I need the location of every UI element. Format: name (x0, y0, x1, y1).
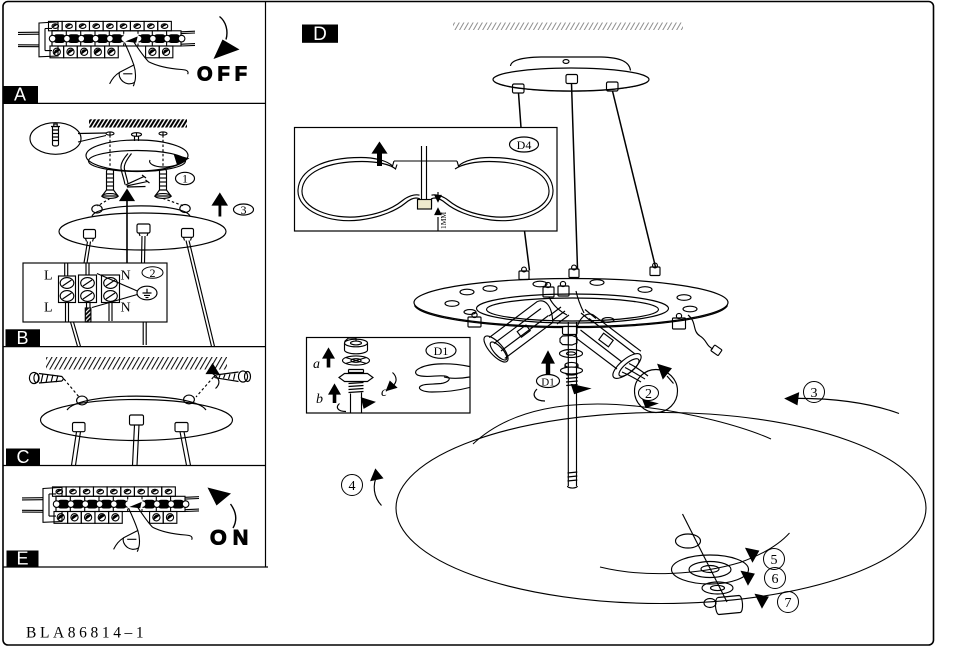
svg-text:B: B (16, 328, 28, 348)
svg-text:6: 6 (772, 572, 779, 587)
svg-text:N: N (121, 269, 131, 284)
svg-text:2: 2 (150, 266, 156, 280)
svg-text:5: 5 (771, 553, 778, 568)
svg-text:c: c (381, 385, 388, 400)
svg-text:ON: ON (210, 526, 254, 550)
svg-text:E: E (16, 549, 28, 569)
svg-text:3: 3 (241, 203, 247, 217)
svg-text:3: 3 (811, 386, 818, 401)
svg-text:L: L (44, 301, 53, 316)
svg-text:7: 7 (785, 596, 792, 611)
svg-text:D: D (313, 24, 327, 45)
svg-text:OFF: OFF (197, 64, 252, 86)
svg-text:D4: D4 (517, 138, 532, 152)
svg-text:a: a (313, 357, 320, 372)
svg-text:BLA86814–1: BLA86814–1 (26, 625, 147, 642)
svg-text:4: 4 (349, 479, 356, 494)
svg-text:C: C (17, 447, 30, 467)
svg-text:1: 1 (182, 172, 188, 186)
svg-text:A: A (14, 85, 26, 105)
svg-text:2: 2 (645, 387, 652, 402)
svg-text:D1: D1 (541, 377, 554, 389)
svg-text:N: N (121, 301, 131, 316)
svg-text:D1: D1 (434, 344, 449, 358)
svg-text:b: b (316, 392, 323, 407)
svg-text:L: L (44, 269, 53, 284)
svg-text:1MM: 1MM (439, 212, 448, 229)
